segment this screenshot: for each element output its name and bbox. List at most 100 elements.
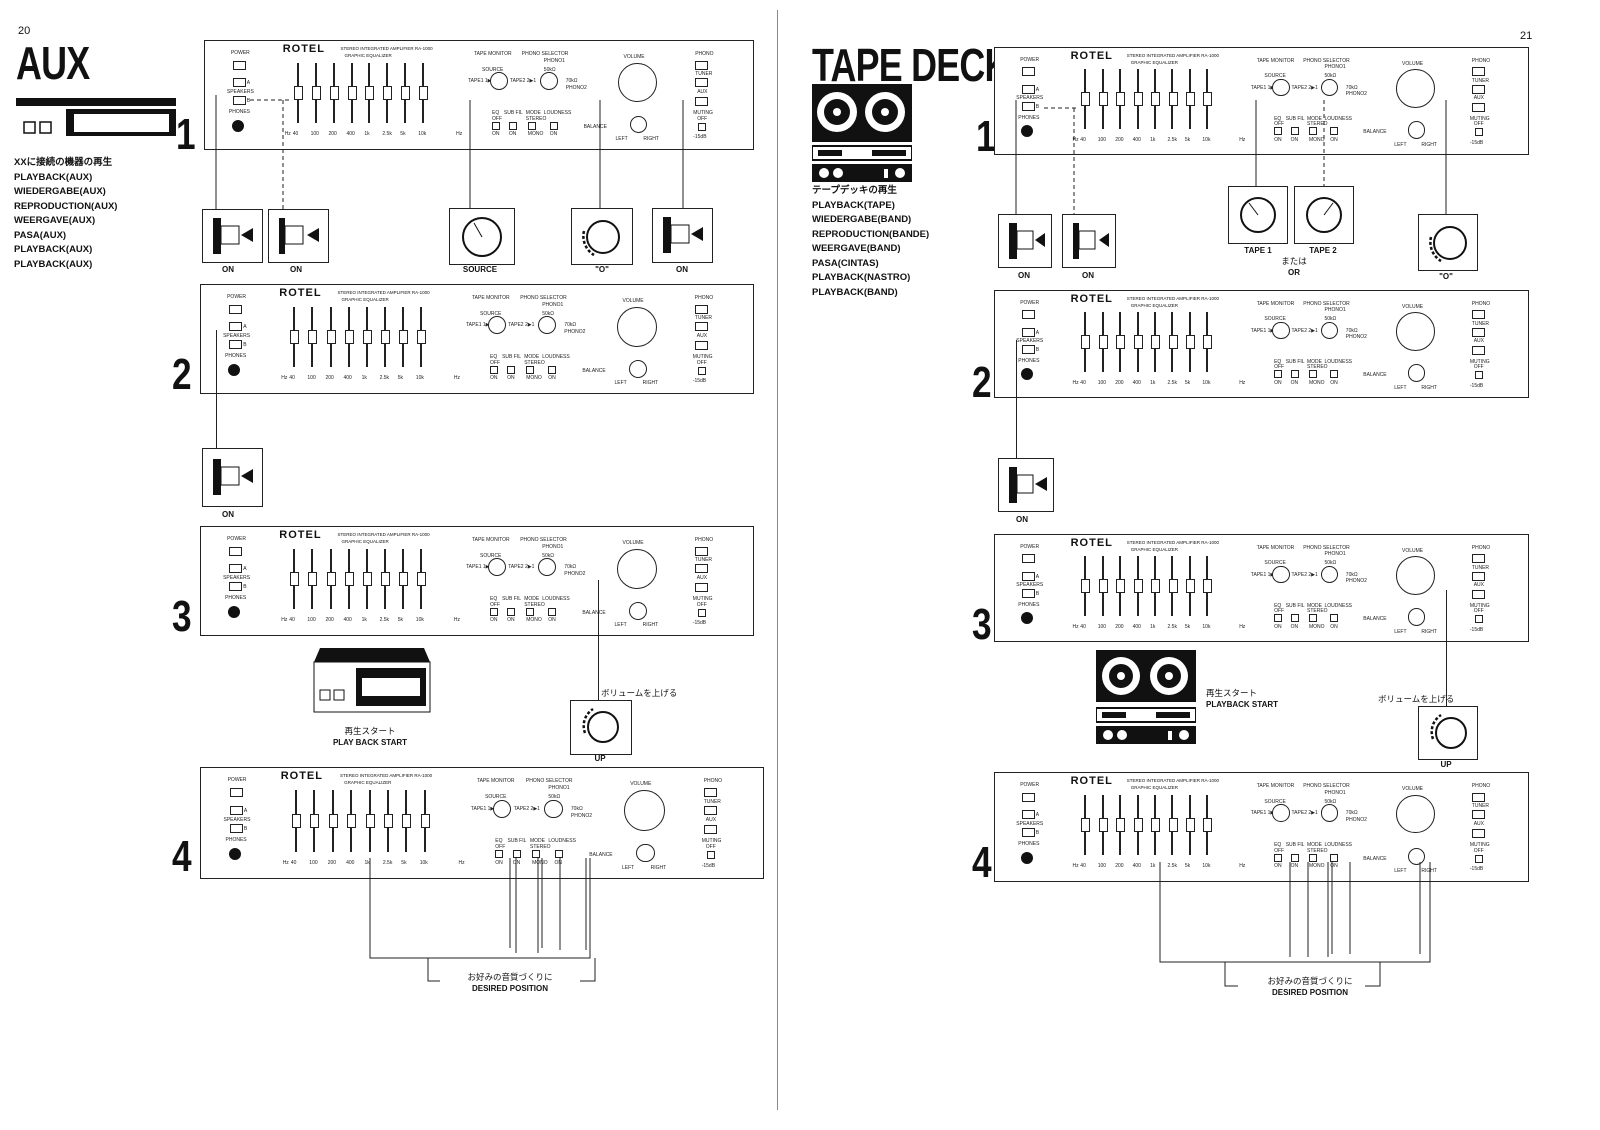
volume-knob[interactable] — [1396, 312, 1435, 351]
balance-knob[interactable] — [628, 359, 647, 378]
power-button[interactable] — [229, 304, 243, 314]
speaker-a-button[interactable] — [229, 564, 243, 574]
source-knob[interactable] — [1272, 78, 1290, 97]
tone-switch[interactable] — [490, 607, 498, 616]
eq-slider[interactable] — [1133, 92, 1143, 107]
power-button[interactable] — [1022, 554, 1036, 564]
muting-switch[interactable] — [1474, 371, 1483, 379]
eq-slider[interactable] — [347, 86, 357, 101]
eq-slider[interactable] — [291, 814, 301, 828]
eq-slider[interactable] — [1098, 92, 1108, 107]
tone-switch[interactable] — [527, 121, 536, 130]
speaker-b-button[interactable] — [1022, 828, 1036, 837]
balance-knob[interactable] — [1407, 364, 1426, 382]
eq-slider[interactable] — [1203, 818, 1213, 833]
tone-switch[interactable] — [548, 607, 557, 616]
eq-slider[interactable] — [380, 330, 390, 345]
tone-switch[interactable] — [554, 850, 563, 858]
eq-slider[interactable] — [1203, 335, 1213, 350]
speaker-b-button[interactable] — [229, 582, 243, 591]
phono-selector-knob[interactable] — [538, 558, 557, 577]
speaker-a-button[interactable] — [1022, 810, 1036, 820]
tuner-input-button[interactable] — [1471, 327, 1485, 337]
aux-input-button[interactable] — [1471, 589, 1485, 599]
aux-input-button[interactable] — [1471, 102, 1485, 112]
balance-knob[interactable] — [629, 115, 648, 134]
tone-switch[interactable] — [548, 365, 557, 374]
power-button[interactable] — [1022, 67, 1036, 77]
tuner-input-button[interactable] — [694, 564, 708, 574]
eq-slider[interactable] — [344, 330, 354, 345]
eq-slider[interactable] — [1151, 579, 1160, 594]
eq-slider[interactable] — [1168, 579, 1178, 594]
phono-selector-knob[interactable] — [1320, 565, 1339, 584]
eq-slider[interactable] — [1116, 818, 1126, 833]
tone-switch[interactable] — [1309, 853, 1317, 862]
phono-input-button[interactable] — [703, 788, 717, 797]
eq-slider[interactable] — [329, 86, 339, 101]
phono-selector-knob[interactable] — [544, 800, 563, 819]
volume-knob[interactable] — [1396, 794, 1435, 834]
speaker-a-button[interactable] — [229, 806, 243, 815]
eq-slider[interactable] — [1185, 335, 1195, 350]
muting-switch[interactable] — [706, 851, 715, 859]
speaker-a-button[interactable] — [229, 322, 243, 332]
balance-knob[interactable] — [628, 601, 647, 620]
tone-switch[interactable] — [490, 365, 498, 374]
eq-slider[interactable] — [365, 814, 375, 828]
speaker-a-button[interactable] — [232, 78, 246, 88]
muting-switch[interactable] — [1474, 615, 1483, 623]
volume-knob[interactable] — [616, 306, 657, 347]
phono-selector-knob[interactable] — [1320, 804, 1339, 822]
eq-slider[interactable] — [328, 814, 338, 828]
tuner-input-button[interactable] — [1471, 84, 1485, 94]
balance-knob[interactable] — [636, 844, 655, 863]
eq-slider[interactable] — [1168, 818, 1178, 833]
speaker-b-button[interactable] — [232, 96, 246, 105]
eq-slider[interactable] — [1116, 579, 1126, 594]
aux-input-button[interactable] — [694, 583, 708, 592]
power-button[interactable] — [229, 546, 243, 556]
eq-slider[interactable] — [1185, 579, 1195, 594]
source-knob[interactable] — [1272, 804, 1290, 822]
tone-switch[interactable] — [1290, 127, 1299, 135]
eq-slider[interactable] — [1081, 335, 1091, 350]
phono-input-button[interactable] — [1471, 310, 1485, 320]
tone-switch[interactable] — [1309, 614, 1317, 622]
tuner-input-button[interactable] — [1471, 810, 1485, 820]
eq-slider[interactable] — [362, 572, 372, 587]
eq-slider[interactable] — [365, 86, 375, 101]
tone-switch[interactable] — [549, 121, 558, 130]
eq-slider[interactable] — [1185, 92, 1195, 107]
eq-slider[interactable] — [311, 86, 321, 101]
muting-switch[interactable] — [1474, 854, 1483, 863]
tuner-input-button[interactable] — [1471, 571, 1485, 581]
aux-input-button[interactable] — [1471, 345, 1485, 355]
aux-input-button[interactable] — [694, 341, 708, 350]
tone-switch[interactable] — [1290, 370, 1299, 378]
eq-slider[interactable] — [326, 572, 336, 587]
eq-slider[interactable] — [416, 572, 426, 587]
balance-knob[interactable] — [1407, 847, 1426, 866]
source-knob[interactable] — [490, 72, 508, 91]
tone-switch[interactable] — [1274, 614, 1283, 622]
tone-switch[interactable] — [1274, 370, 1283, 378]
eq-slider[interactable] — [401, 86, 411, 101]
tone-switch[interactable] — [526, 607, 535, 616]
aux-input-button[interactable] — [1471, 829, 1485, 838]
eq-slider[interactable] — [416, 330, 426, 345]
eq-slider[interactable] — [419, 86, 429, 101]
eq-slider[interactable] — [344, 572, 354, 587]
power-button[interactable] — [229, 788, 243, 797]
eq-slider[interactable] — [1151, 818, 1160, 833]
tone-switch[interactable] — [508, 121, 517, 130]
phono-selector-knob[interactable] — [539, 72, 558, 91]
eq-slider[interactable] — [326, 330, 336, 345]
power-button[interactable] — [1022, 310, 1036, 320]
eq-slider[interactable] — [290, 330, 300, 345]
eq-slider[interactable] — [1151, 92, 1160, 107]
power-button[interactable] — [1022, 792, 1036, 802]
eq-slider[interactable] — [402, 814, 412, 828]
eq-slider[interactable] — [308, 330, 318, 345]
eq-slider[interactable] — [420, 814, 430, 828]
